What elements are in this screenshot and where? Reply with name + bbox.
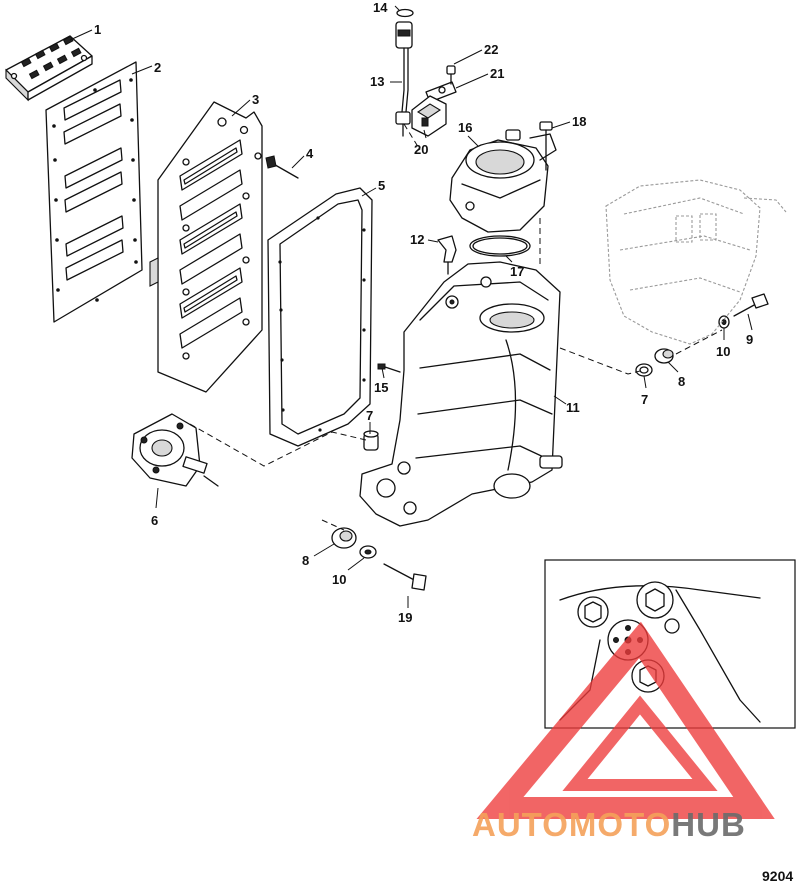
callout-2: 2 bbox=[154, 60, 161, 75]
callout-8-bottom: 8 bbox=[302, 553, 309, 568]
callout-7-right: 7 bbox=[641, 392, 648, 407]
part-22-screw bbox=[446, 65, 456, 85]
watermark-text: AUTOMOTOHUB bbox=[472, 806, 746, 843]
part-13-sensor bbox=[395, 21, 413, 137]
callout-17: 17 bbox=[510, 264, 524, 279]
callout-10-bottom: 10 bbox=[332, 572, 346, 587]
part-12-elbow-fitting bbox=[437, 235, 457, 275]
callout-9: 9 bbox=[746, 332, 753, 347]
watermark-hub: HUB bbox=[671, 806, 746, 843]
callout-13: 13 bbox=[370, 74, 384, 89]
part-1-adapter-plate bbox=[149, 101, 263, 393]
part-17-o-ring bbox=[469, 235, 531, 257]
callout-labels: 1 2 3 4 5 6 7 7 8 8 9 10 10 11 12 13 14 … bbox=[94, 0, 753, 625]
callout-4: 1 bbox=[94, 22, 101, 37]
part-19-bolt bbox=[383, 563, 427, 591]
watermark-moto: MOTO bbox=[569, 806, 671, 843]
part-8-grommet-right bbox=[654, 348, 674, 364]
callout-22: 22 bbox=[484, 42, 498, 57]
watermark-logo bbox=[476, 621, 775, 819]
callout-6: 6 bbox=[151, 513, 158, 528]
callout-16: 16 bbox=[458, 120, 472, 135]
callout-7-left: 7 bbox=[366, 408, 373, 423]
figure-number: 9204 bbox=[762, 868, 793, 884]
part-6-pump-assembly bbox=[131, 413, 219, 487]
callout-10-right: 10 bbox=[716, 344, 730, 359]
callout-18: 18 bbox=[572, 114, 586, 129]
callout-5: 4 bbox=[306, 146, 314, 161]
part-5-screw bbox=[265, 155, 299, 179]
callout-21: 21 bbox=[490, 66, 504, 81]
part-11-intake-manifold bbox=[359, 261, 563, 527]
part-7-plug-right bbox=[635, 363, 653, 377]
part-14-o-ring bbox=[396, 8, 414, 18]
part-4-reed-block bbox=[5, 35, 93, 102]
callout-1: 3 bbox=[252, 92, 259, 107]
part-10-washer-bottom bbox=[359, 545, 377, 559]
part-9-bolt bbox=[733, 293, 769, 317]
callout-19: 19 bbox=[398, 610, 412, 625]
part-18-bolt bbox=[539, 121, 553, 171]
callout-20: 20 bbox=[414, 142, 428, 157]
callout-8-right: 8 bbox=[678, 374, 685, 389]
engine-block-reference bbox=[605, 179, 787, 345]
callout-15: 15 bbox=[374, 380, 388, 395]
part-15-screw bbox=[377, 363, 401, 373]
assembly-lines bbox=[189, 123, 723, 531]
part-8-grommet-bottom bbox=[331, 527, 357, 549]
watermark-auto: AUTO bbox=[472, 806, 569, 843]
callout-3: 5 bbox=[378, 178, 385, 193]
part-16-throttle-body bbox=[449, 129, 557, 233]
callout-12: 12 bbox=[410, 232, 424, 247]
leader-lines bbox=[69, 5, 753, 608]
part-10-washer-right bbox=[718, 315, 730, 329]
callout-11: 11 bbox=[566, 400, 580, 415]
part-3-gasket bbox=[267, 187, 373, 447]
part-20-sensor-connector bbox=[411, 95, 447, 137]
part-2-reed-plate-gasket bbox=[45, 61, 143, 323]
callout-14: 14 bbox=[373, 0, 388, 15]
part-7-plug-left bbox=[363, 430, 379, 451]
